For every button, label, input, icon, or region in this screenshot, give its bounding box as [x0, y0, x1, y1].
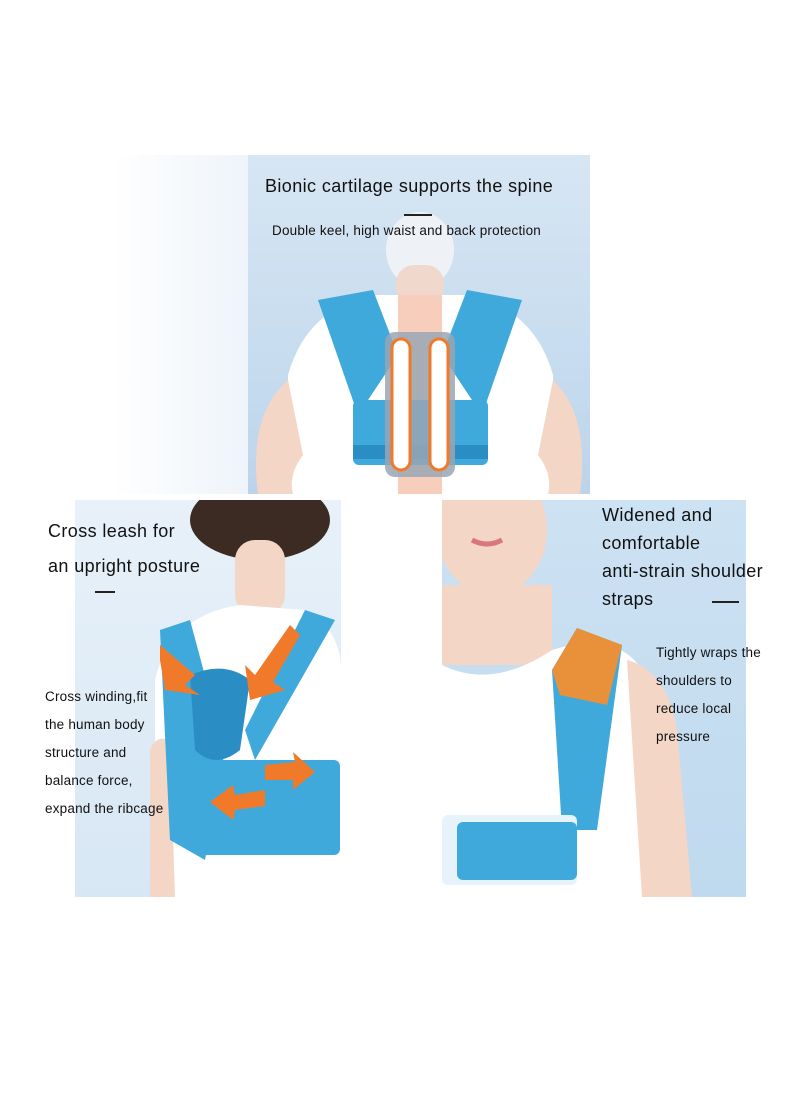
right-title-line-1: Widened and	[602, 505, 713, 525]
right-panel-divider	[712, 601, 739, 603]
top-panel-fade	[110, 155, 250, 494]
waist-band	[195, 760, 340, 855]
right-strap	[245, 610, 335, 760]
left-desc-line-5: expand the ribcage	[45, 801, 164, 816]
left-shoulder-strap	[318, 290, 398, 415]
cross-arrow-1	[160, 645, 200, 695]
left-cartilage-bar	[390, 337, 412, 472]
cross-arrow-2	[245, 625, 300, 700]
left-desc-line-2: the human body	[45, 717, 145, 732]
right-title-line-2: comfortable	[602, 533, 701, 553]
child-neck	[235, 540, 285, 615]
child-face	[442, 500, 547, 595]
left-panel-title-line1: Cross leash for	[48, 521, 176, 541]
cross-arrow-4	[210, 785, 265, 820]
cross-arrow-3	[265, 752, 315, 790]
top-product-image-panel	[248, 155, 590, 494]
waist-band-velcro	[457, 822, 577, 880]
child-mouth	[470, 537, 504, 547]
right-title-line-3: anti-strain shoulder	[602, 561, 764, 581]
left-desc-line-1: Cross winding,fit	[45, 689, 148, 704]
top-panel-title: Bionic cartilage supports the spine	[265, 176, 554, 196]
left-product-image-panel	[75, 500, 341, 897]
right-product-image-panel	[442, 500, 746, 897]
spine-support-illustration	[256, 212, 583, 494]
child-arm	[627, 660, 692, 897]
back-pad	[190, 668, 250, 760]
shoulder-strap-illustration	[442, 500, 692, 897]
child-neck	[442, 585, 552, 665]
top-panel-subtitle: Double keel, high waist and back protect…	[272, 223, 542, 238]
cross-leash-illustration	[150, 500, 341, 897]
right-title-line-4: straps	[602, 589, 654, 609]
right-desc-line-2: shoulders to	[656, 673, 732, 688]
shoulder-pad	[552, 628, 622, 705]
left-panel-title-line2: an upright posture	[48, 556, 201, 576]
left-desc-line-4: balance force,	[45, 773, 133, 788]
right-desc-line-3: reduce local	[656, 701, 732, 716]
left-arm	[256, 380, 303, 494]
top-panel-divider	[404, 214, 432, 216]
left-desc-line-3: structure and	[45, 745, 127, 760]
right-shoulder-strap	[442, 290, 522, 415]
right-desc-line-4: pressure	[656, 729, 711, 744]
child-hair	[190, 500, 330, 560]
right-arm	[538, 380, 583, 494]
right-desc-line-1: Tightly wraps the	[656, 645, 761, 660]
right-cartilage-bar	[428, 337, 450, 472]
left-panel-divider	[95, 591, 115, 593]
